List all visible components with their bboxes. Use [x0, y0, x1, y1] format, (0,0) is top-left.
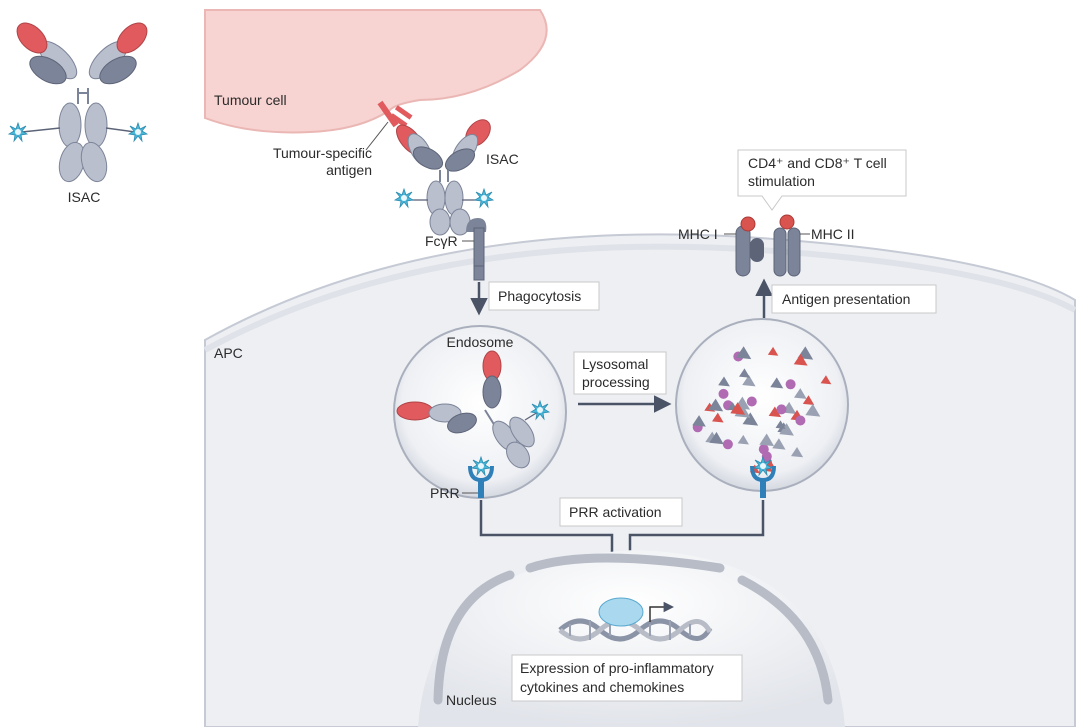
- nucleus-label: Nucleus: [446, 692, 497, 708]
- peptide-fragment: [802, 395, 815, 405]
- peptide-fragment: [742, 375, 756, 387]
- peptide-fragment: [718, 376, 730, 387]
- antigen-label-2: antigen: [326, 162, 372, 178]
- peptide-fragment: [785, 379, 796, 390]
- tumour-cell: [204, 9, 548, 134]
- transcription-arrow-icon: [649, 601, 675, 622]
- antigen-presentation-box: [771, 284, 937, 314]
- peptide-fragment: [776, 404, 787, 415]
- antibody-icon: [16, 22, 148, 183]
- peptide-fragment: [767, 346, 779, 356]
- peptide-fragment: [820, 375, 832, 385]
- apc-label: APC: [214, 345, 243, 361]
- fc-gamma-receptor-icon: [466, 218, 487, 281]
- mhc-ii-label: MHC II: [811, 226, 855, 242]
- payload-icon: [394, 188, 414, 208]
- peptide-fragment: [795, 415, 806, 426]
- peptide-fragment: [736, 346, 752, 360]
- peptide-fragment: [794, 388, 807, 399]
- peptide-fragment: [742, 412, 759, 426]
- prr-icon: [478, 478, 484, 498]
- tcell-callout: [737, 149, 907, 211]
- phagocytosis-box: [488, 281, 600, 311]
- peptide-fragment: [712, 412, 724, 423]
- prr-activation-box: [559, 497, 683, 527]
- peptide-fragment: [775, 420, 786, 429]
- lysosomal-label-2: processing: [582, 374, 650, 390]
- dna-helix-icon: [558, 618, 713, 642]
- phagocytosis-label: Phagocytosis: [498, 288, 581, 304]
- antigen-presentation-label: Antigen presentation: [782, 291, 910, 307]
- peptide-fragment: [708, 398, 724, 412]
- peptide-fragment: [718, 388, 729, 399]
- antigen-label-1: Tumour-specific: [273, 145, 372, 161]
- peptide-fragment: [730, 402, 746, 415]
- mhc-ii-icon: [773, 214, 801, 277]
- tumour-cell-label: Tumour cell: [214, 92, 287, 108]
- fcgr-label: FcγR: [425, 233, 458, 249]
- tumour-antigen-icon: [377, 100, 413, 128]
- peptide-fragment: [768, 406, 782, 418]
- transcription-factor: [598, 597, 644, 627]
- peptide-fragments: [692, 346, 832, 474]
- isac-label: ISAC: [68, 189, 101, 205]
- prr-activation-label: PRR activation: [569, 504, 662, 520]
- endosome-label: Endosome: [447, 334, 514, 350]
- expression-label-1: Expression of pro-inflammatory: [520, 660, 714, 676]
- peptide-fragment: [739, 368, 751, 378]
- expression-label-2: cytokines and chemokines: [520, 679, 684, 695]
- lysosomal-label-1: Lysosomal: [582, 356, 648, 372]
- mhc-i-label: MHC I: [678, 226, 718, 242]
- peptide-fragment: [746, 396, 757, 407]
- payload-icon: [128, 122, 148, 142]
- lysosomal-box: [573, 351, 667, 395]
- isac-bound-label: ISAC: [486, 151, 519, 167]
- peptide-fragment: [793, 353, 808, 366]
- payload-icon: [8, 122, 28, 142]
- peptide-fragment: [770, 377, 784, 389]
- peptide-fragment: [759, 433, 775, 447]
- expression-box: [511, 654, 743, 702]
- mhc-i-icon: [735, 216, 764, 277]
- peptide-fragment: [722, 439, 733, 450]
- peptide-fragment: [772, 438, 786, 450]
- peptide-fragment: [790, 447, 804, 458]
- antibody-icon: [396, 350, 539, 469]
- prr-label: PRR: [430, 485, 460, 501]
- prr-icon: [760, 478, 766, 498]
- peptide-fragment: [692, 415, 706, 427]
- payload-icon: [474, 188, 494, 208]
- tcell-label-1: CD4⁺ and CD8⁺ T cell: [748, 155, 887, 171]
- antibody-icon: [396, 119, 491, 236]
- peptide-fragment: [805, 403, 821, 417]
- peptide-fragment: [737, 434, 749, 445]
- peptide-fragment: [709, 431, 724, 445]
- tcell-label-2: stimulation: [748, 173, 815, 189]
- peptide-fragment: [779, 423, 794, 436]
